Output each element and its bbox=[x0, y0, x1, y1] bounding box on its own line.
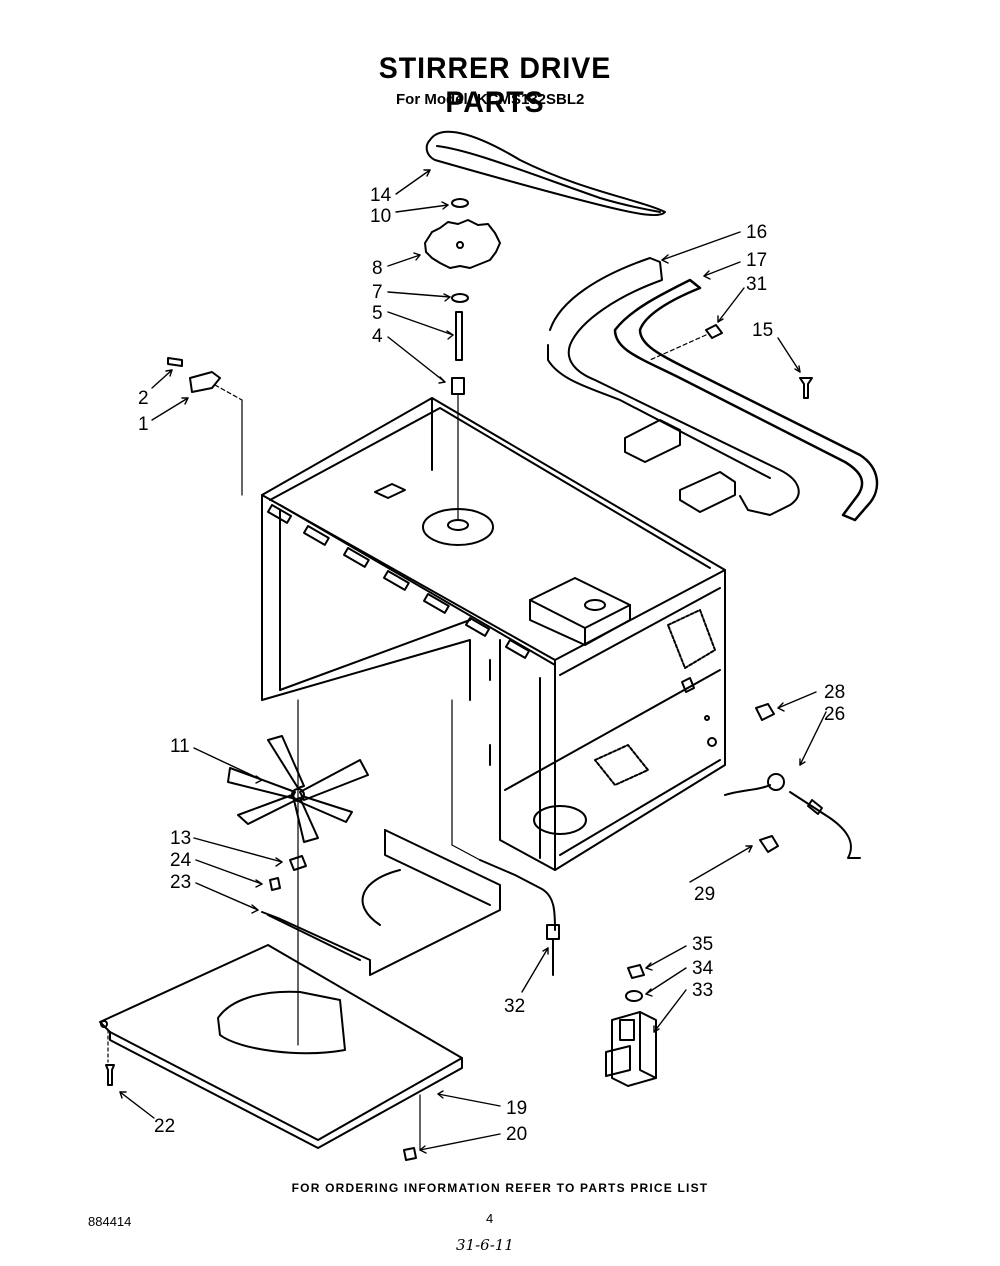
callout-16: 16 bbox=[746, 222, 767, 243]
oven-cavity-frame bbox=[261, 397, 726, 871]
callout-2: 2 bbox=[138, 388, 149, 409]
callout-19: 19 bbox=[506, 1098, 527, 1119]
bottom-plate-part bbox=[99, 944, 463, 1149]
ordering-note: FOR ORDERING INFORMATION REFER TO PARTS … bbox=[291, 1181, 709, 1195]
callout-5: 5 bbox=[372, 303, 383, 324]
nut-31-part bbox=[705, 324, 723, 339]
leader-lines bbox=[119, 169, 827, 1154]
washer-34-part bbox=[625, 990, 643, 1002]
nut-13-part bbox=[289, 855, 307, 871]
callout-35: 35 bbox=[692, 934, 713, 955]
callout-33: 33 bbox=[692, 980, 713, 1001]
strain-relief-29-part bbox=[759, 835, 779, 853]
callout-17: 17 bbox=[746, 250, 767, 271]
callout-31: 31 bbox=[746, 274, 767, 295]
callout-23: 23 bbox=[170, 872, 191, 893]
callout-28: 28 bbox=[824, 682, 845, 703]
nut-28-part bbox=[755, 703, 775, 721]
washer-24-part bbox=[269, 877, 281, 891]
screw-20-part bbox=[403, 1147, 417, 1161]
callout-11: 11 bbox=[170, 736, 190, 757]
callout-10: 10 bbox=[370, 206, 391, 227]
sensor-probe-part bbox=[451, 699, 560, 976]
callout-8: 8 bbox=[372, 258, 383, 279]
power-cord-part bbox=[724, 773, 861, 859]
document-number: 884414 bbox=[88, 1214, 132, 1229]
callout-20: 20 bbox=[506, 1124, 527, 1145]
callout-24: 24 bbox=[170, 850, 192, 871]
screw-22-part bbox=[105, 1064, 115, 1086]
bearing-part bbox=[451, 377, 465, 395]
belt-part bbox=[425, 130, 666, 217]
callout-7: 7 bbox=[372, 282, 383, 303]
page-title: STIRRER DRIVE PARTS bbox=[378, 52, 612, 119]
callout-labels: 14 10 8 7 5 4 2 1 16 17 31 15 28 26 11 1… bbox=[138, 185, 845, 1145]
waveguide-part bbox=[547, 257, 800, 516]
callout-14: 14 bbox=[370, 185, 392, 206]
handwritten-date: 31-6-11 bbox=[456, 1236, 514, 1254]
callout-13: 13 bbox=[170, 828, 191, 849]
nut-35-part bbox=[627, 964, 645, 979]
gasket-part bbox=[613, 278, 879, 522]
screw-15-part bbox=[799, 377, 813, 399]
page-number: 4 bbox=[486, 1211, 494, 1226]
shaft-part bbox=[455, 311, 463, 361]
stirrer-pulley-part bbox=[424, 219, 501, 269]
model-subtitle: For Model: KCMS132SBL2 bbox=[396, 91, 585, 108]
callout-15: 15 bbox=[752, 320, 773, 341]
callout-4: 4 bbox=[372, 326, 383, 347]
callout-32: 32 bbox=[504, 996, 525, 1017]
switch-bracket-33-part bbox=[605, 1011, 657, 1087]
stirrer-cover-part bbox=[261, 829, 501, 976]
callout-34: 34 bbox=[692, 958, 714, 979]
callout-26: 26 bbox=[824, 704, 845, 725]
retainer-part bbox=[451, 198, 469, 208]
callout-22: 22 bbox=[154, 1116, 175, 1137]
stirrer-fan-part bbox=[227, 699, 369, 1046]
callout-29: 29 bbox=[694, 884, 715, 905]
washer-part bbox=[451, 293, 469, 303]
bracket-screw-part bbox=[167, 357, 243, 496]
callout-1: 1 bbox=[138, 414, 149, 435]
